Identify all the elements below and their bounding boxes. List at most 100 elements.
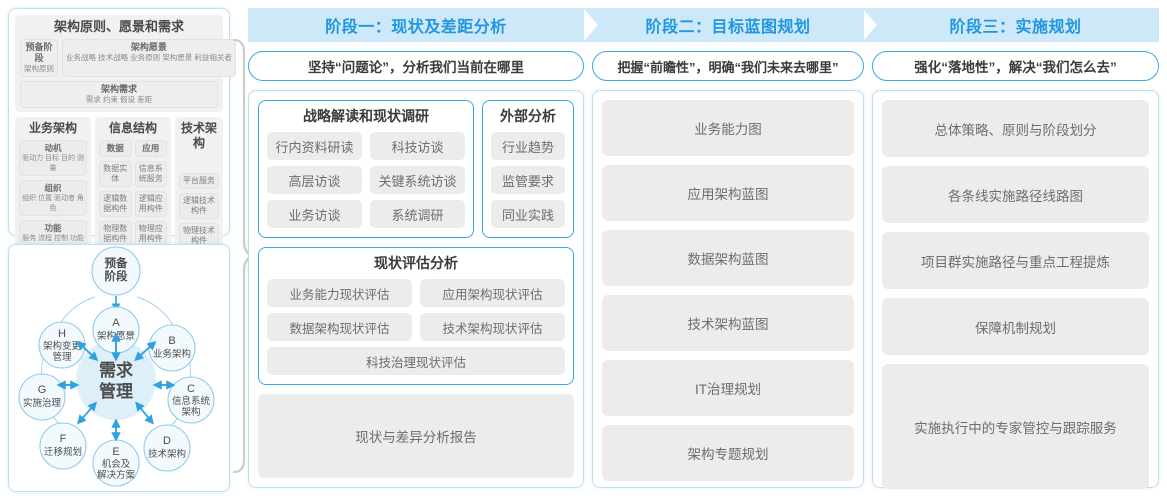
node-g-circle	[18, 373, 66, 421]
node-g-label: 实施治理	[23, 397, 62, 409]
arrow-d-to-center	[135, 401, 152, 422]
preliminary-phase-heading: 预备阶段	[25, 42, 53, 63]
node-f-label: 迁移规划	[44, 446, 82, 458]
architecture-requirements-box: 架构需求 需求 约束 假设 差距	[20, 81, 218, 108]
external-item[interactable]: 同业实践	[491, 200, 565, 228]
external-item[interactable]: 监管要求	[491, 166, 565, 194]
research-item[interactable]: 高层访谈	[267, 166, 362, 194]
data-heading: 数据	[106, 143, 124, 153]
assessment-item-full[interactable]: 科技治理现状评估	[267, 347, 565, 375]
organization-chip: 组织 组织 位置 驱动者 角色	[19, 180, 87, 216]
phase-1-banner: 阶段一：现状及差距分析	[248, 8, 614, 42]
strategy-research-title: 战略解读和现状调研	[303, 108, 429, 124]
logical-application-label: 逻辑应用构件	[138, 194, 163, 213]
phase-2-chevron-icon	[864, 8, 894, 42]
assessment-items: 业务能力现状评估 应用架构现状评估 数据架构现状评估 技术架构现状评估	[267, 279, 565, 347]
arrow-f-to-center	[79, 401, 98, 422]
architecture-domain-columns: 业务架构 动机 驱动力 目标 目的 测量 组织 组织 位置 驱动者 角色 功能 …	[15, 117, 223, 253]
platform-service-chip: 平台服务	[179, 173, 219, 189]
phase-3-banner-bg	[872, 8, 1159, 42]
data-entity-label: 数据实体	[103, 164, 128, 183]
research-item[interactable]: 业务访谈	[267, 200, 362, 228]
node-f-circle	[39, 422, 87, 470]
external-item[interactable]: 行业趋势	[491, 132, 565, 160]
data-entity-chip: 数据实体	[99, 161, 132, 187]
phase-3-banner: 阶段三：实施规划	[872, 8, 1159, 42]
technical-architecture-title: 技术架构	[180, 121, 217, 150]
physical-application-label: 物理应用构件	[138, 224, 163, 243]
node-c-letter: C	[187, 383, 195, 395]
gap-analysis-report[interactable]: 现状与差异分析报告	[258, 394, 574, 478]
blueprint-item[interactable]: 业务能力图	[602, 100, 854, 156]
implementation-item[interactable]: 项目群实施路径与重点工程提炼	[882, 232, 1149, 289]
adm-cycle-diagram: 预备 阶段 需求 管理 A 架构愿景 B 业务架构 C 信息系统 架构	[18, 246, 215, 487]
togaf-header: 架构原则、愿景和需求	[53, 19, 184, 34]
node-d-letter: D	[163, 435, 171, 447]
assessment-item[interactable]: 数据架构现状评估	[267, 313, 412, 341]
node-a-letter: A	[112, 317, 120, 329]
center-arrows	[56, 332, 176, 442]
node-e-letter: E	[112, 446, 119, 458]
blueprint-item[interactable]: 数据架构蓝图	[602, 230, 854, 286]
node-preliminary-line2: 阶段	[105, 269, 128, 283]
implementation-item[interactable]: 保障机制规划	[882, 298, 1149, 355]
phase-2-banner-title: 阶段二：目标蓝图规划	[645, 19, 811, 36]
application-heading: 应用	[142, 143, 160, 153]
physical-application-chip: 物理应用构件	[134, 221, 167, 247]
node-b-circle	[148, 324, 196, 372]
technical-architecture-column: 技术架构 平台服务 逻辑技术构件 物理技术构件	[175, 117, 223, 253]
implementation-item[interactable]: 各条线实施路径线路图	[882, 166, 1149, 223]
research-item[interactable]: 关键系统访谈	[370, 166, 465, 194]
information-structure-column: 信息结构 数据 数据实体 逻辑数据构件	[95, 117, 171, 253]
research-item[interactable]: 行内资料研读	[267, 132, 362, 160]
architecture-vision-box: 架构愿景 业务战略 技术战略 业务原则 架构愿景 利益相关者	[62, 39, 236, 77]
node-h-label-2: 管理	[52, 351, 72, 363]
togaf-content-framework-card: 架构原则、愿景和需求 预备阶段 架构原则 架构愿景 业务战略 技术战略 业务原则…	[8, 8, 236, 304]
physical-data-label: 物理数据构件	[103, 224, 128, 243]
phase-1: 阶段一：现状及差距分析 坚持“问题论”，分析我们当前在哪里 战略解读和现状调研 …	[248, 8, 614, 488]
node-h-label-1: 架构变更	[43, 340, 82, 352]
blueprint-item[interactable]: 技术架构蓝图	[602, 295, 854, 351]
motivation-chip: 动机 驱动力 目标 目的 测量	[19, 140, 87, 176]
node-h-letter: H	[58, 328, 66, 340]
business-architecture-column: 业务架构 动机 驱动力 目标 目的 测量 组织 组织 位置 驱动者 角色 功能 …	[15, 117, 91, 253]
research-item[interactable]: 科技访谈	[370, 132, 465, 160]
assessment-item[interactable]: 应用架构现状评估	[420, 279, 565, 307]
function-heading: 功能	[44, 223, 62, 233]
blueprint-item[interactable]: 架构专题规划	[602, 425, 854, 481]
implementation-item[interactable]: 实施执行中的专家管控与跟踪服务	[882, 364, 1149, 489]
node-c-label-2: 架构	[181, 406, 200, 418]
strategy-research-card: 战略解读和现状调研 行内资料研读 科技访谈 高层访谈 关键系统访谈 业务访谈 系…	[258, 100, 474, 238]
data-subcolumn: 数据 数据实体 逻辑数据构件 物理数据构件	[99, 140, 132, 247]
data-heading-chip: 数据	[99, 140, 132, 157]
physical-technology-label: 物理技术构件	[183, 226, 215, 245]
phase-1-chevron-icon	[584, 8, 614, 42]
architecture-vision-heading: 架构愿景	[130, 42, 167, 52]
node-preliminary-line1: 预备	[105, 256, 128, 270]
logical-technology-chip: 逻辑技术构件	[179, 193, 219, 219]
motivation-heading: 动机	[44, 143, 62, 153]
phase-1-subtitle: 坚持“问题论”，分析我们当前在哪里	[248, 51, 584, 81]
assessment-item[interactable]: 技术架构现状评估	[420, 313, 565, 341]
phase-2-banner-bg	[592, 8, 864, 42]
organization-heading: 组织	[44, 183, 62, 193]
blueprint-item[interactable]: IT治理规划	[602, 360, 854, 416]
implementation-item[interactable]: 总体策略、原则与阶段划分	[882, 100, 1149, 157]
blueprint-item[interactable]: 应用架构蓝图	[602, 165, 854, 221]
preliminary-phase-box: 预备阶段 架构原则	[20, 39, 58, 77]
application-subcolumn: 应用 信息系统服务 逻辑应用构件 物理应用构件	[134, 140, 167, 247]
phase-1-banner-bg	[248, 8, 584, 42]
node-f-letter: F	[60, 433, 67, 445]
adm-cycle-card: 预备 阶段 需求 管理 A 架构愿景 B 业务架构 C 信息系统 架构	[8, 244, 230, 492]
arrow-center-to-b	[134, 343, 154, 362]
research-item[interactable]: 系统调研	[370, 200, 465, 228]
assessment-item[interactable]: 业务能力现状评估	[267, 279, 412, 307]
logical-technology-label: 逻辑技术构件	[183, 196, 215, 215]
node-d-circle	[143, 424, 191, 472]
motivation-detail: 驱动力 目标 目的 测量	[22, 155, 84, 172]
function-chip: 功能 服务 流程 控制 功能	[19, 220, 87, 247]
phase-3: 阶段三：实施规划 强化“落地性”，解决“我们怎么去” 总体策略、原则与阶段划分 …	[872, 8, 1159, 489]
phase-1-banner-title: 阶段一：现状及差距分析	[325, 19, 507, 36]
physical-data-chip: 物理数据构件	[99, 221, 132, 247]
architecture-vision-detail: 业务战略 技术战略 业务原则 架构愿景 利益相关者	[66, 53, 232, 62]
